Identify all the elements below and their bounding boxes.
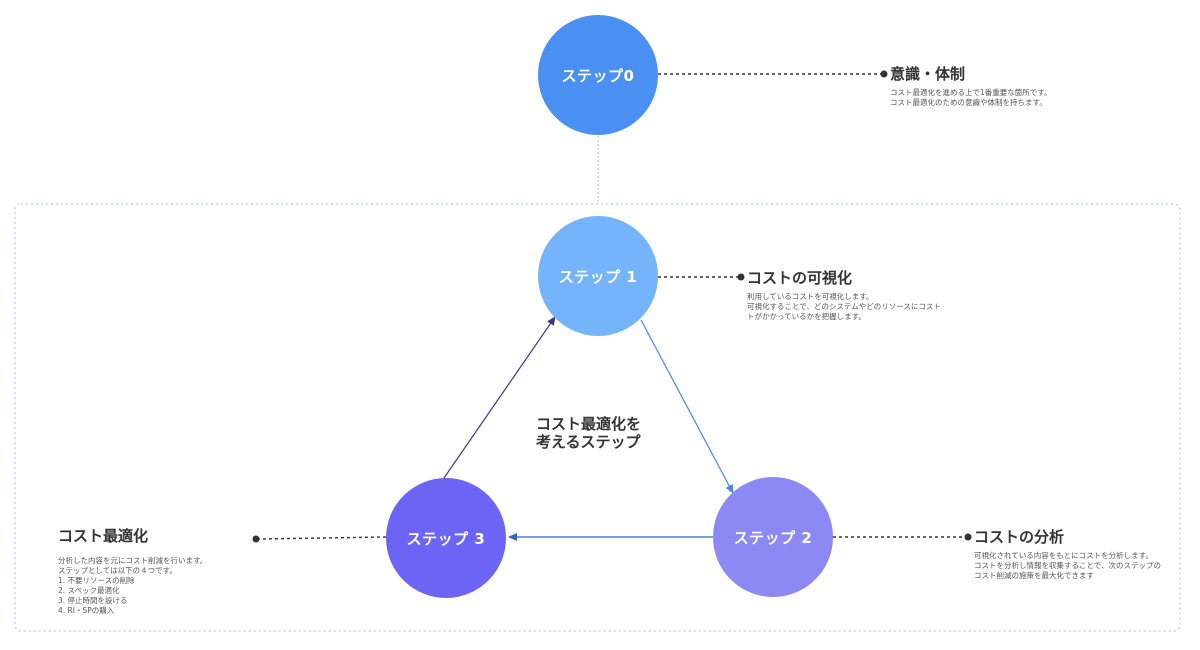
step3-title: コスト最適化 bbox=[58, 527, 149, 545]
step3-body: 分析した内容を元にコスト削減を行います。 ステップとしては以下の４つです。 1.… bbox=[58, 556, 208, 615]
step1-description: コストの可視化 利用しているコストを可視化します。 可視化することで、どのシステ… bbox=[747, 268, 977, 322]
step2-leader-dot bbox=[964, 533, 972, 541]
step2-body: 可視化されている内容をもとにコストを分析します。 コストを分析し情報を収集するこ… bbox=[974, 551, 1161, 580]
step0-body: コスト最適化を進める上で1番重要な箇所です。 コスト最適化のための意識や体制を持… bbox=[890, 88, 1052, 107]
step1-title: コストの可視化 bbox=[747, 269, 853, 287]
step1-circle: ステップ 1 bbox=[538, 216, 658, 336]
step1-body: 利用しているコストを可視化します。 可視化することで、どのシステムやどのリソース… bbox=[747, 292, 941, 321]
arrow-step3-to-step1 bbox=[443, 316, 556, 479]
step3-circle: ステップ 3 bbox=[386, 478, 506, 598]
step0-leader-dot bbox=[880, 70, 888, 78]
step2-circle: ステップ 2 bbox=[713, 477, 833, 597]
step0-label: ステップ0 bbox=[561, 66, 635, 85]
step0-title: 意識・体制 bbox=[890, 65, 966, 83]
cycle-frame bbox=[14, 203, 1181, 632]
step0-description: 意識・体制 コスト最適化を進める上で1番重要な箇所です。 コスト最適化のための意… bbox=[890, 64, 1170, 108]
step2-title: コストの分析 bbox=[974, 528, 1065, 546]
step3-label: ステップ 3 bbox=[406, 529, 486, 548]
step2-description: コストの分析 可視化されている内容をもとにコストを分析します。 コストを分析し情… bbox=[974, 527, 1184, 581]
step3-description: コスト最適化 分析した内容を元にコスト削減を行います。 ステップとしては以下の４… bbox=[58, 526, 258, 616]
cycle-center-label: コスト最適化を 考えるステップ bbox=[536, 415, 642, 451]
step3-leader-dot bbox=[252, 535, 260, 543]
step1-label: ステップ 1 bbox=[558, 267, 638, 286]
step1-leader-dot bbox=[737, 273, 745, 281]
arrow-step1-to-step2 bbox=[640, 319, 734, 494]
step2-label: ステップ 2 bbox=[733, 528, 813, 547]
step3-leader-line bbox=[258, 536, 387, 540]
step0-circle: ステップ0 bbox=[538, 15, 658, 135]
